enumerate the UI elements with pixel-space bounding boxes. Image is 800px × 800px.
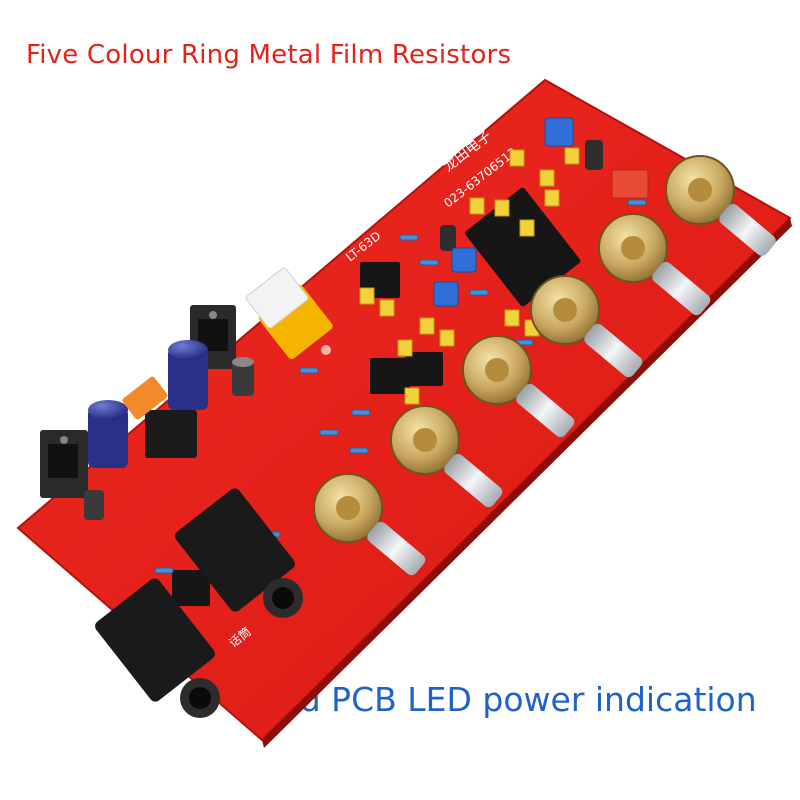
potentiometer (462, 335, 575, 438)
potentiometer (390, 405, 503, 508)
potentiometers (313, 155, 776, 576)
potentiometer (313, 473, 426, 576)
bottom-caption: Red PCB LED power indication (258, 680, 757, 719)
potentiometer (598, 213, 711, 316)
dip-switch (611, 169, 649, 199)
audio-jacks (95, 488, 303, 718)
orange-connector (122, 376, 168, 420)
potentiometer (530, 275, 643, 378)
voltage-regulators (40, 305, 236, 498)
top-caption: Five Colour Ring Metal Film Resistors (26, 40, 512, 70)
power-led (321, 345, 331, 355)
potentiometer (665, 155, 776, 256)
electrolytic-capacitors (84, 140, 603, 520)
trimmers (433, 117, 574, 307)
white-header (245, 267, 309, 329)
